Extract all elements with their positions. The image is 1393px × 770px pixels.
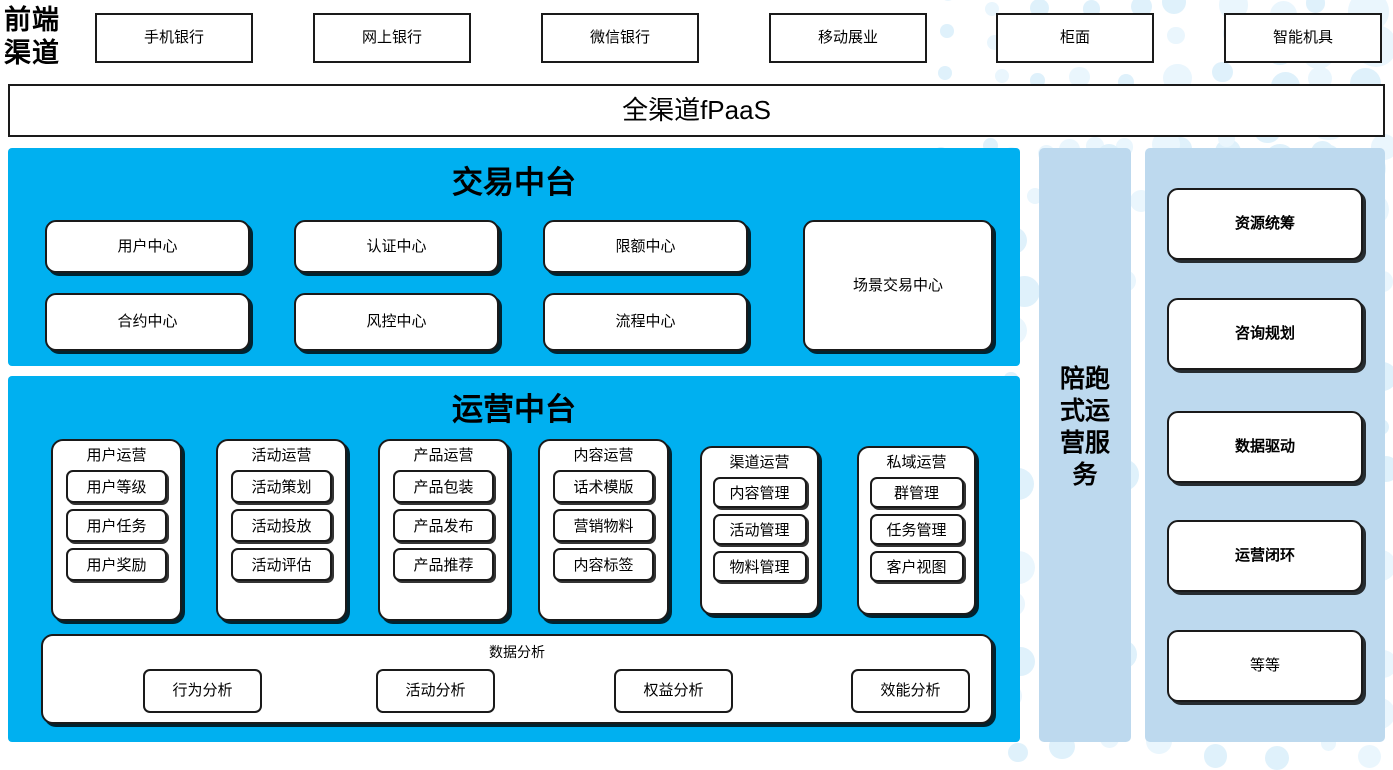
trade-center-box-7[interactable]: 流程中心 — [543, 293, 748, 351]
operation-item-3-1[interactable]: 产品包装 — [393, 469, 494, 503]
service-column-panel: 陪跑式运营服务 — [1039, 148, 1131, 742]
channel-box-6[interactable]: 智能机具 — [1224, 13, 1382, 63]
channel-box-3[interactable]: 微信银行 — [541, 13, 699, 63]
operation-item-5-3[interactable]: 物料管理 — [712, 550, 807, 582]
operation-column-2: 活动运营活动策划活动投放活动评估 — [216, 439, 347, 621]
data-analysis-box-3[interactable]: 权益分析 — [614, 669, 733, 713]
capability-box-3[interactable]: 数据驱动 — [1167, 411, 1363, 483]
operation-column-title-3: 产品运营 — [413, 447, 474, 464]
operation-item-6-3[interactable]: 客户视图 — [869, 550, 964, 582]
operation-item-5-2[interactable]: 活动管理 — [712, 513, 807, 545]
operation-column-6: 私域运营群管理任务管理客户视图 — [857, 446, 976, 615]
operation-item-2-2[interactable]: 活动投放 — [231, 508, 332, 542]
operation-item-2-1[interactable]: 活动策划 — [231, 469, 332, 503]
operation-item-1-3[interactable]: 用户奖励 — [66, 547, 167, 581]
capability-box-5[interactable]: 等等 — [1167, 630, 1363, 702]
channel-box-5[interactable]: 柜面 — [996, 13, 1154, 63]
operation-center-panel: 运营中台 用户运营用户等级用户任务用户奖励活动运营活动策划活动投放活动评估产品运… — [8, 376, 1020, 742]
service-column-label-line-4: 务 — [1072, 461, 1098, 489]
trade-center-title: 交易中台 — [452, 165, 576, 200]
front-channel-label-line1: 前端 — [4, 5, 60, 35]
operation-item-4-3[interactable]: 内容标签 — [553, 547, 654, 581]
operation-item-4-2[interactable]: 营销物料 — [553, 508, 654, 542]
data-analysis-title: 数据分析 — [489, 644, 545, 660]
operation-center-title: 运营中台 — [452, 392, 576, 427]
operation-item-6-2[interactable]: 任务管理 — [869, 513, 964, 545]
operation-column-5: 渠道运营内容管理活动管理物料管理 — [700, 446, 819, 615]
trade-center-box-1[interactable]: 用户中心 — [45, 220, 250, 273]
capability-column-panel: 资源统筹咨询规划数据驱动运营闭环等等 — [1145, 148, 1385, 742]
trade-center-box-4[interactable]: 场景交易中心 — [803, 220, 993, 351]
operation-item-1-1[interactable]: 用户等级 — [66, 469, 167, 503]
trade-center-box-2[interactable]: 认证中心 — [294, 220, 499, 273]
trade-center-box-5[interactable]: 合约中心 — [45, 293, 250, 351]
operation-item-3-3[interactable]: 产品推荐 — [393, 547, 494, 581]
service-column-label-line-1: 陪跑 — [1059, 365, 1110, 393]
operation-column-title-2: 活动运营 — [251, 447, 312, 464]
data-analysis-box-1[interactable]: 行为分析 — [143, 669, 262, 713]
trade-center-panel: 交易中台 用户中心认证中心限额中心 场景交易中心合约中心风控中心流程中心 — [8, 148, 1020, 366]
capability-box-4[interactable]: 运营闭环 — [1167, 520, 1363, 592]
operation-item-1-2[interactable]: 用户任务 — [66, 508, 167, 542]
operation-item-3-2[interactable]: 产品发布 — [393, 508, 494, 542]
operation-column-title-5: 渠道运营 — [729, 454, 790, 471]
operation-item-5-1[interactable]: 内容管理 — [712, 476, 807, 508]
data-analysis-box-2[interactable]: 活动分析 — [376, 669, 495, 713]
operation-column-title-1: 用户运营 — [86, 447, 147, 464]
operation-column-title-6: 私域运营 — [886, 454, 947, 471]
channel-box-2[interactable]: 网上银行 — [313, 13, 471, 63]
operation-column-title-4: 内容运营 — [573, 447, 634, 464]
front-channel-label-line2: 渠道 — [4, 38, 60, 68]
trade-center-box-6[interactable]: 风控中心 — [294, 293, 499, 351]
trade-center-box-3[interactable]: 限额中心 — [543, 220, 748, 273]
operation-column-1: 用户运营用户等级用户任务用户奖励 — [51, 439, 182, 621]
channel-box-1[interactable]: 手机银行 — [95, 13, 253, 63]
service-column-label: 陪跑式运营服务 — [1039, 363, 1131, 491]
operation-column-4: 内容运营话术模版营销物料内容标签 — [538, 439, 669, 621]
service-column-label-line-3: 营服 — [1059, 429, 1110, 457]
data-analysis-box-4[interactable]: 效能分析 — [851, 669, 970, 713]
channel-box-4[interactable]: 移动展业 — [769, 13, 927, 63]
capability-box-2[interactable]: 咨询规划 — [1167, 298, 1363, 370]
service-column-label-line-2: 式运 — [1059, 397, 1110, 425]
operation-item-6-1[interactable]: 群管理 — [869, 476, 964, 508]
operation-column-3: 产品运营产品包装产品发布产品推荐 — [378, 439, 509, 621]
fpaas-bar[interactable]: 全渠道fPaaS — [8, 84, 1385, 137]
operation-item-2-3[interactable]: 活动评估 — [231, 547, 332, 581]
front-channel-label: 前端 渠道 — [4, 4, 84, 70]
capability-box-1[interactable]: 资源统筹 — [1167, 188, 1363, 260]
operation-item-4-1[interactable]: 话术模版 — [553, 469, 654, 503]
data-analysis-panel: 数据分析 行为分析 活动分析 权益分析 效能分析 — [41, 634, 993, 724]
